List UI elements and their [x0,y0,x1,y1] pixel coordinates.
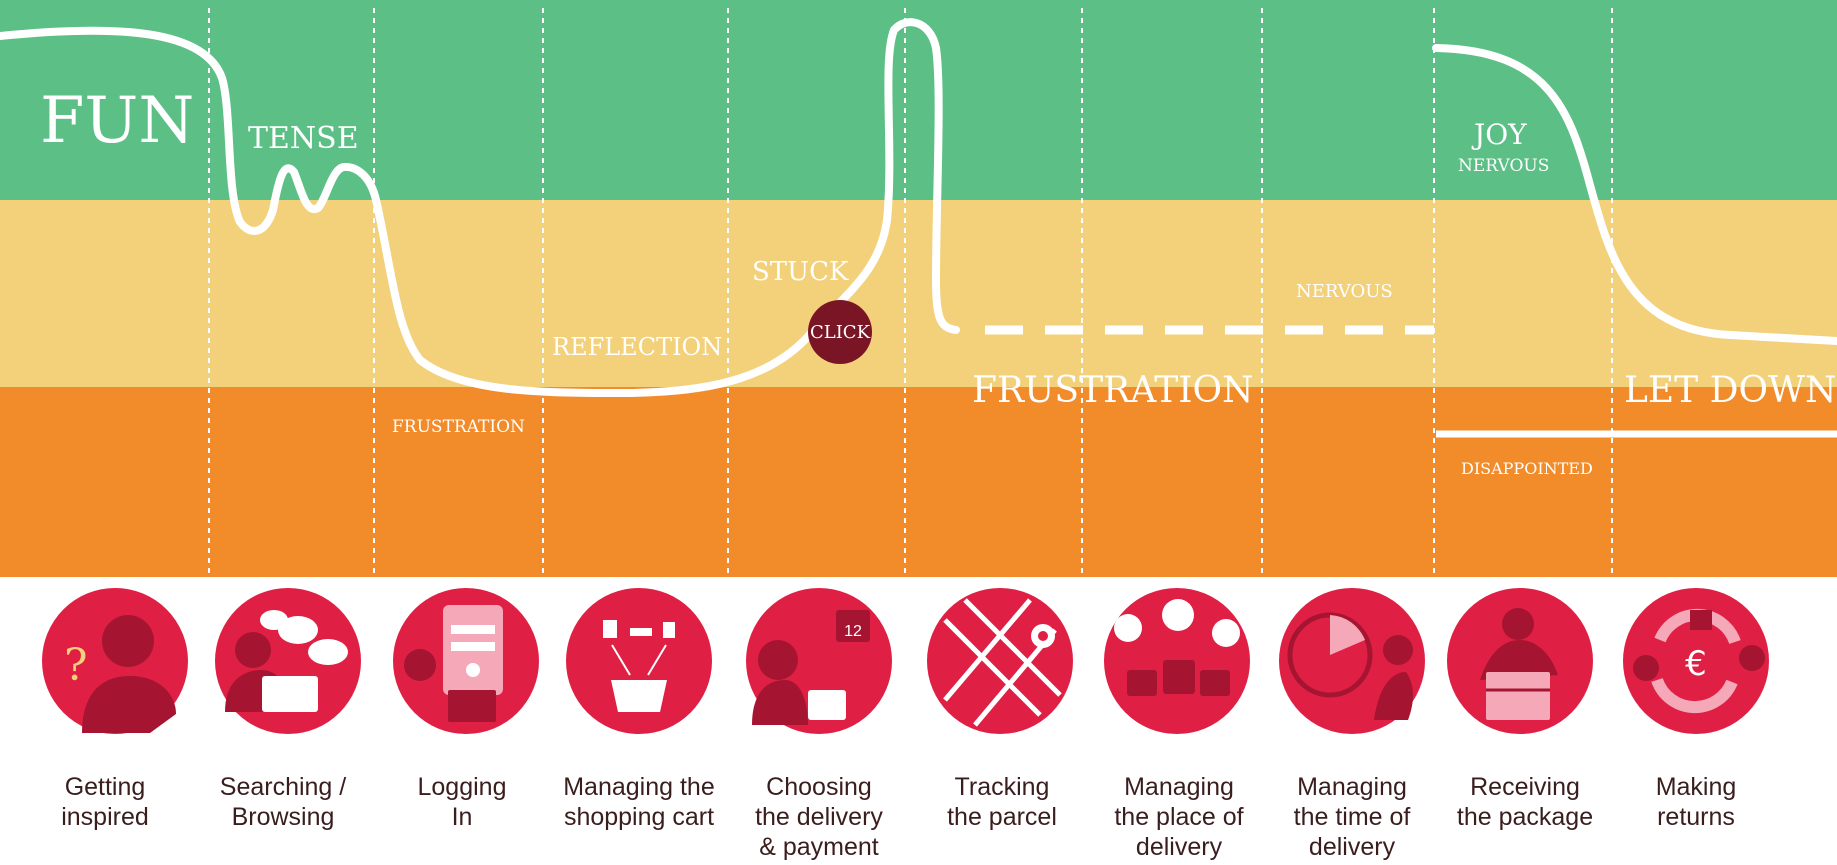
let-down-label: LET DOWN [1624,370,1837,411]
frustration-big-label: FRUSTRATION [972,370,1253,411]
svg-text:?: ? [64,640,88,691]
frustration-band [0,387,1837,577]
person-laptop-icon [215,588,361,734]
fun-band [0,0,1837,200]
click-label: CLICK [810,322,871,343]
svg-text:€: € [1685,644,1707,684]
joy-label: JOY [1471,118,1527,151]
stage-dividers [208,8,1613,577]
stage-label-choosing-delivery-payment: Choosing the delivery & payment [755,773,883,861]
neutral-band [0,200,1837,387]
nervous-top-label: NERVOUS [1458,156,1549,176]
returns-euro-icon: € [1623,588,1769,734]
svg-text:12: 12 [844,623,862,640]
login-form-icon [393,588,539,734]
disappointed-label: DISAPPOINTED [1461,459,1593,478]
shopping-basket-icon [566,588,712,734]
clock-person-icon [1279,588,1425,734]
joy-to-letdown-curve [1432,44,1837,345]
reflection-label: REFLECTION [552,333,722,361]
emotion-curve [0,18,960,397]
map-pin-icon [927,588,1073,734]
stage-label-receiving-package: Receiving the package [1456,773,1594,831]
stuck-label: STUCK [752,257,849,287]
stage-label-searching-browsing: Searching / Browsing [219,773,347,831]
stage-label-managing-cart: Managing the shopping cart [563,773,715,831]
stage-icons: ? [42,588,1769,734]
frustration-small-label: FRUSTRATION [392,417,525,437]
calendar-payment-icon: 12 [746,588,892,734]
click-badge [808,300,872,364]
receiving-box-icon [1447,588,1593,734]
stage-label-tracking-parcel: Tracking the parcel [947,773,1057,831]
fun-label: FUN [40,84,194,158]
tense-label: TENSE [248,121,359,156]
delivery-location-icon [1104,588,1250,734]
stage-label-logging-in: Logging In [417,773,507,831]
stage-label-place-of-delivery: Managing the place of delivery [1114,773,1244,861]
nervous-mid-label: NERVOUS [1296,281,1393,302]
stage-label-time-of-delivery: Managing the time of delivery [1293,773,1411,861]
person-question-icon: ? [42,588,188,734]
stage-label-getting-inspired: Getting inspired [61,773,149,831]
stage-label-making-returns: Making returns [1655,773,1737,831]
